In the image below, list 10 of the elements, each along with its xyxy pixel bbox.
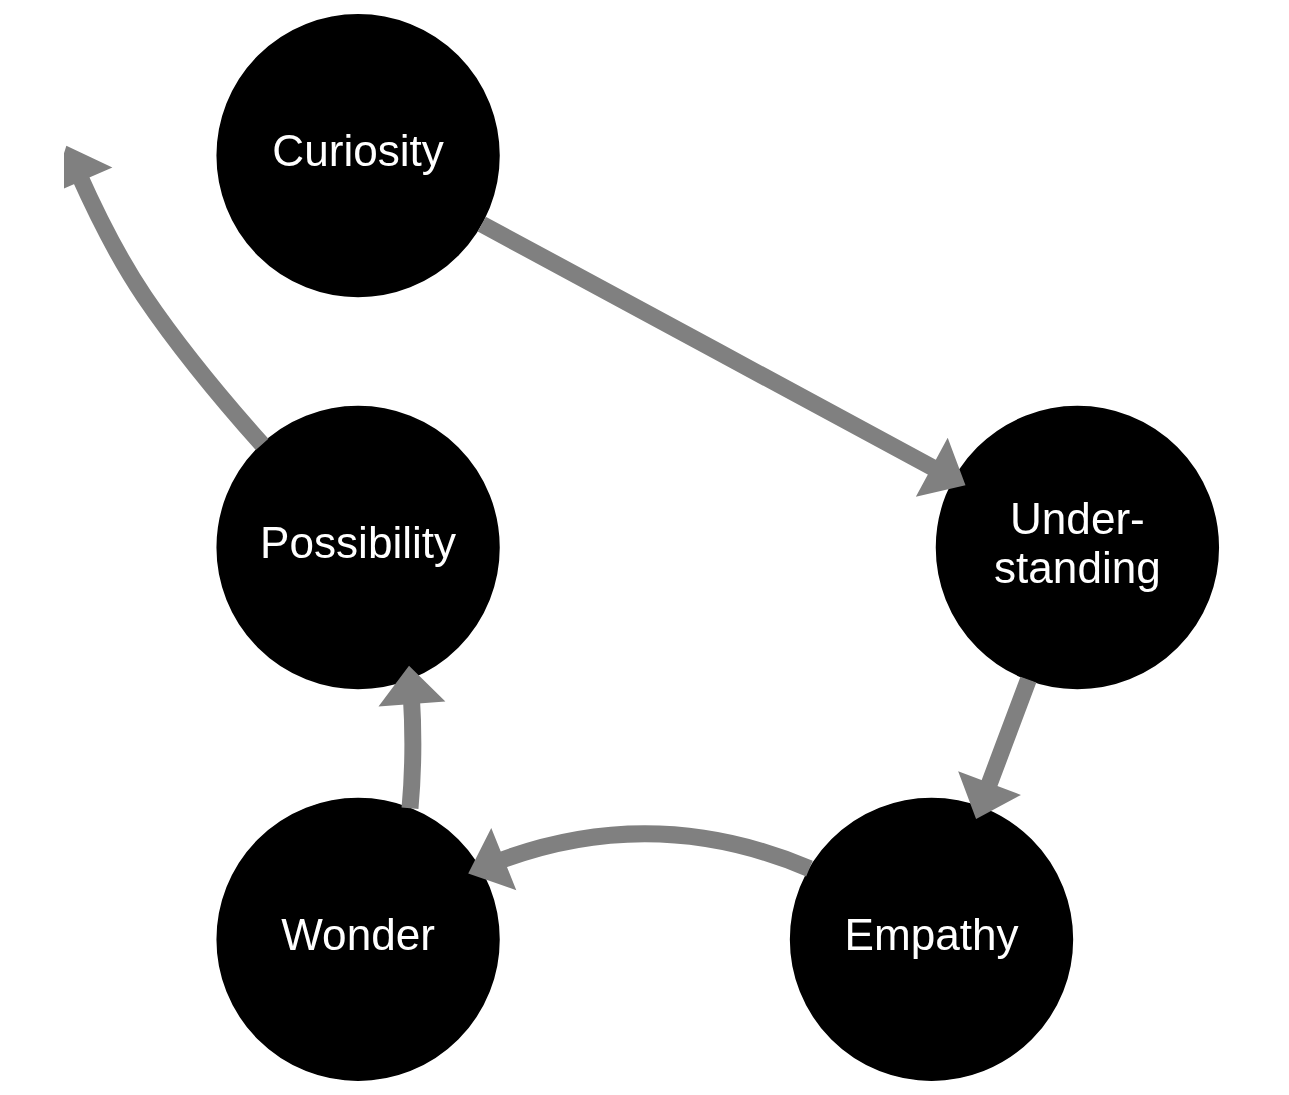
node-circle: Curiosity — [216, 13, 500, 298]
node-circle: Empathy — [789, 797, 1074, 1082]
arrow — [958, 676, 1037, 819]
node-circle: Under- standing — [935, 405, 1220, 690]
arrow — [64, 145, 269, 451]
arrow — [477, 216, 966, 497]
node-circle: Possibility — [216, 405, 500, 690]
arrow — [378, 665, 446, 809]
arrow — [468, 825, 813, 891]
node-circle: Wonder — [216, 797, 500, 1082]
